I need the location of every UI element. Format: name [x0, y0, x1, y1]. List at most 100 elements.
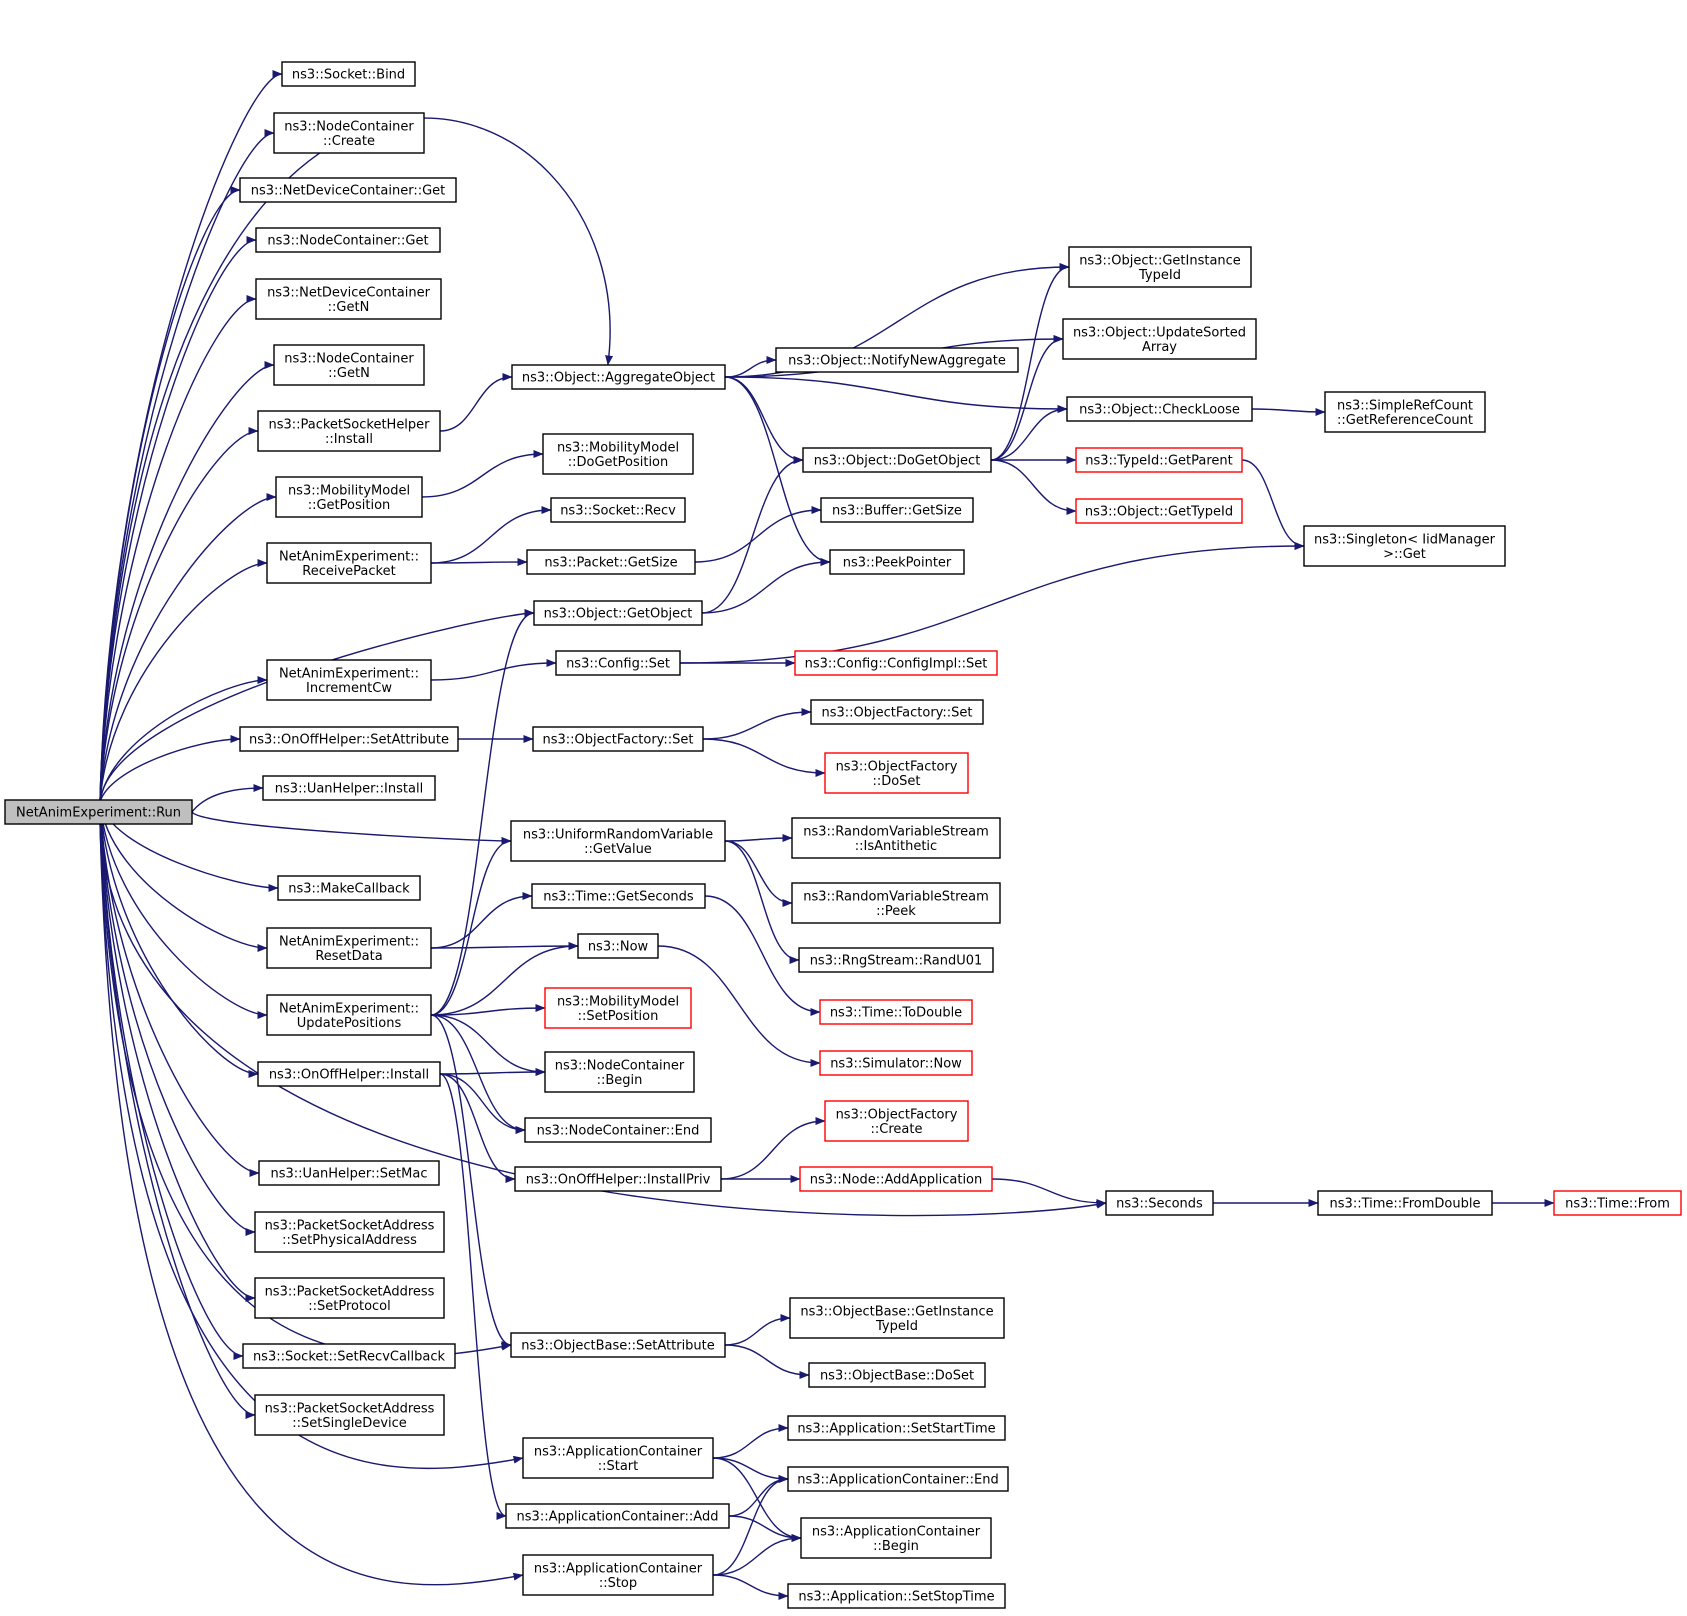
node-ac-start[interactable]: ns3::ApplicationContainer::Start — [522, 1437, 714, 1479]
node-mm-dogetpos[interactable]: ns3::MobilityModel::DoGetPosition — [542, 433, 694, 475]
node-sock-setrecv[interactable]: ns3::Socket::SetRecvCallback — [242, 1343, 456, 1369]
node-box — [787, 1466, 1009, 1492]
node-time-from[interactable]: ns3::Time::From — [1553, 1190, 1682, 1216]
edge-obj-aggr-to-obj-dogetobj — [724, 376, 804, 464]
edge — [430, 1014, 512, 1349]
node-obj-dogetobj[interactable]: ns3::Object::DoGetObject — [802, 447, 992, 473]
node-of-set2[interactable]: ns3::ObjectFactory::Set — [810, 699, 984, 725]
node-uan-install[interactable]: ns3::UanHelper::Install — [262, 775, 436, 801]
node-label: ::Start — [598, 1459, 639, 1474]
node-sim-now[interactable]: ns3::Simulator::Now — [819, 1050, 973, 1076]
node-obj-notify[interactable]: ns3::Object::NotifyNewAggregate — [775, 347, 1019, 373]
node-label: ::SetPhysicalAddress — [282, 1233, 417, 1248]
node-ooh-setattr[interactable]: ns3::OnOffHelper::SetAttribute — [239, 726, 459, 752]
node-obj-getobj[interactable]: ns3::Object::GetObject — [533, 600, 703, 626]
node-obj-aggr[interactable]: ns3::Object::AggregateObject — [511, 364, 726, 390]
node-ndc-getn[interactable]: ns3::NetDeviceContainer::GetN — [255, 278, 442, 320]
node-makecb[interactable]: ns3::MakeCallback — [277, 875, 421, 901]
node-psa-setproto[interactable]: ns3::PacketSocketAddress::SetProtocol — [254, 1277, 445, 1319]
node-nc-create[interactable]: ns3::NodeContainer::Create — [273, 112, 425, 154]
node-ob-doset[interactable]: ns3::ObjectBase::DoSet — [808, 1362, 986, 1388]
node-uan-setmac[interactable]: ns3::UanHelper::SetMac — [258, 1160, 440, 1186]
edge-nae-update-to-now — [430, 942, 579, 1016]
node-label: ::SetSingleDevice — [292, 1416, 407, 1431]
node-time-getsec[interactable]: ns3::Time::GetSeconds — [531, 883, 706, 909]
node-label: ::Stop — [599, 1576, 637, 1591]
node-nae-reset[interactable]: NetAnimExperiment::ResetData — [266, 927, 432, 969]
node-box — [544, 1051, 695, 1093]
edge-nae-update-to-ob-setattr — [430, 1014, 512, 1349]
edge-run-to-ooh-install — [99, 801, 259, 1078]
node-node-addapp[interactable]: ns3::Node::AddApplication — [799, 1166, 993, 1192]
node-nc-getn[interactable]: ns3::NodeContainer::GetN — [273, 344, 425, 386]
node-box — [522, 1437, 714, 1479]
node-time-todouble[interactable]: ns3::Time::ToDouble — [819, 999, 973, 1025]
node-nc-get[interactable]: ns3::NodeContainer::Get — [255, 227, 441, 253]
node-psa-setsingle[interactable]: ns3::PacketSocketAddress::SetSingleDevic… — [254, 1394, 445, 1436]
node-label: ns3::ObjectFactory — [836, 759, 958, 774]
edge-obj-getobj-to-obj-dogetobj — [701, 456, 804, 614]
node-tid-getparent[interactable]: ns3::TypeId::GetParent — [1075, 447, 1243, 473]
node-ooh-install[interactable]: ns3::OnOffHelper::Install — [257, 1061, 441, 1087]
node-ooh-installpriv[interactable]: ns3::OnOffHelper::InstallPriv — [514, 1166, 722, 1192]
node-box — [824, 1100, 969, 1142]
node-nae-recv[interactable]: NetAnimExperiment::ReceivePacket — [266, 542, 432, 584]
node-singleton-get[interactable]: ns3::Singleton< IidManager >::Get — [1303, 525, 1506, 567]
node-box — [1317, 1190, 1493, 1216]
node-ob-setattr[interactable]: ns3::ObjectBase::SetAttribute — [510, 1332, 726, 1358]
node-run[interactable]: NetAnimExperiment::Run — [4, 799, 193, 825]
node-nae-update[interactable]: NetAnimExperiment::UpdatePositions — [266, 994, 432, 1036]
node-now[interactable]: ns3::Now — [577, 933, 659, 959]
node-buf-getsize[interactable]: ns3::Buffer::GetSize — [820, 497, 974, 523]
node-peekptr[interactable]: ns3::PeekPointer — [829, 549, 965, 575]
node-nc-end[interactable]: ns3::NodeContainer::End — [524, 1117, 712, 1143]
node-src-getref[interactable]: ns3::SimpleRefCount::GetReferenceCount — [1324, 391, 1486, 433]
node-box — [544, 987, 692, 1029]
node-rvs-peek[interactable]: ns3::RandomVariableStream::Peek — [791, 882, 1001, 924]
node-ac-begin[interactable]: ns3::ApplicationContainer::Begin — [800, 1517, 992, 1559]
node-nc-begin[interactable]: ns3::NodeContainer::Begin — [544, 1051, 695, 1093]
node-of-set[interactable]: ns3::ObjectFactory::Set — [532, 726, 704, 752]
node-seconds[interactable]: ns3::Seconds — [1105, 1190, 1214, 1216]
node-urv-getval[interactable]: ns3::UniformRandomVariable::GetValue — [510, 820, 726, 862]
node-box — [262, 775, 436, 801]
node-of-create[interactable]: ns3::ObjectFactory::Create — [824, 1100, 969, 1142]
node-label: ns3::MobilityModel — [288, 483, 410, 498]
edge-ooh-install-to-ooh-installpriv — [439, 1073, 516, 1183]
node-ac-end[interactable]: ns3::ApplicationContainer::End — [787, 1466, 1009, 1492]
node-obj-checkloose[interactable]: ns3::Object::CheckLoose — [1066, 396, 1253, 422]
node-box — [254, 1277, 445, 1319]
node-mm-setpos[interactable]: ns3::MobilityModel::SetPosition — [544, 987, 692, 1029]
edge — [990, 405, 1068, 461]
edge — [991, 1178, 1107, 1207]
node-nae-inccw[interactable]: NetAnimExperiment::IncrementCw — [266, 659, 432, 701]
edge — [702, 708, 812, 740]
node-time-fromdouble[interactable]: ns3::Time::FromDouble — [1317, 1190, 1493, 1216]
node-cfgimpl-set[interactable]: ns3::Config::ConfigImpl::Set — [794, 650, 998, 676]
node-of-doset[interactable]: ns3::ObjectFactory::DoSet — [824, 752, 969, 794]
node-psa-setphys[interactable]: ns3::PacketSocketAddress::SetPhysicalAdd… — [254, 1211, 445, 1253]
node-ac-stop[interactable]: ns3::ApplicationContainer::Stop — [522, 1554, 714, 1596]
node-rng-randu01[interactable]: ns3::RngStream::RandU01 — [798, 947, 994, 973]
node-sock-bind[interactable]: ns3::Socket::Bind — [281, 61, 416, 87]
node-rvs-isanti[interactable]: ns3::RandomVariableStream::IsAntithetic — [791, 817, 1001, 859]
node-ac-add[interactable]: ns3::ApplicationContainer::Add — [505, 1503, 730, 1529]
node-psh-install[interactable]: ns3::PacketSocketHelper::Install — [257, 410, 441, 452]
edge — [430, 837, 512, 1016]
node-pkt-getsize[interactable]: ns3::Packet::GetSize — [526, 549, 696, 575]
node-sock-recv[interactable]: ns3::Socket::Recv — [550, 497, 686, 523]
node-obj-gettypeid[interactable]: ns3::Object::GetTypeId — [1075, 498, 1243, 524]
node-label: ns3::Object::AggregateObject — [522, 371, 715, 386]
node-label: ns3::Object::CheckLoose — [1079, 403, 1240, 418]
node-ndc-get[interactable]: ns3::NetDeviceContainer::Get — [239, 177, 457, 203]
node-cfg-set[interactable]: ns3::Config::Set — [555, 650, 681, 676]
node-label: ns3::ObjectFactory::Set — [542, 733, 693, 748]
node-mm-getpos[interactable]: ns3::MobilityModel::GetPosition — [275, 476, 423, 518]
node-app-setstop[interactable]: ns3::Application::SetStopTime — [787, 1583, 1006, 1609]
node-box — [787, 1583, 1006, 1609]
node-label: NetAnimExperiment:: — [279, 549, 419, 564]
node-app-setstart[interactable]: ns3::Application::SetStartTime — [787, 1415, 1006, 1441]
